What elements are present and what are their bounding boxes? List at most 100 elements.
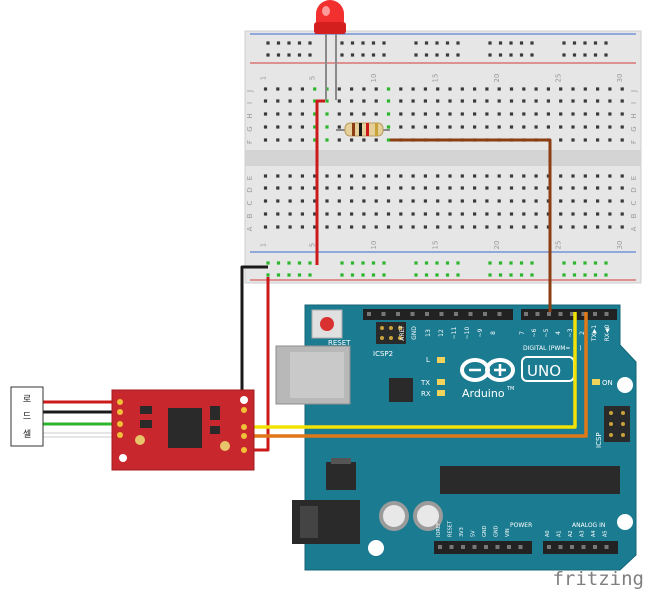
row-letter: I	[630, 102, 638, 104]
breadboard-hole	[583, 125, 587, 129]
rail-hole	[604, 53, 608, 57]
breadboard-hole	[497, 225, 501, 229]
breadboard-hole	[399, 174, 403, 178]
row-letter: I	[246, 102, 254, 104]
breadboard-hole	[300, 112, 304, 116]
header-pin	[570, 312, 574, 316]
header-pin	[425, 312, 429, 316]
rail-hole	[530, 41, 534, 45]
breadboard-hole	[350, 138, 354, 142]
load-cell-connector: 로 드 셀	[10, 386, 44, 447]
header-pin	[558, 312, 563, 316]
breadboard-hole	[362, 112, 366, 116]
breadboard-hole	[460, 112, 464, 116]
breadboard-hole	[522, 212, 526, 216]
breadboard-hole	[276, 186, 280, 190]
rail-hole	[509, 41, 513, 45]
breadboard-hole	[399, 199, 403, 203]
rail-hole	[371, 53, 376, 57]
rail-hole	[361, 273, 365, 277]
breadboard-hole	[362, 225, 366, 229]
rail-hole	[488, 273, 492, 277]
column-number: 30	[616, 241, 624, 250]
digital-label: DIGITAL (PWM= ~ )	[523, 345, 582, 352]
digital-header-high	[363, 309, 513, 320]
rail-hole	[276, 261, 281, 265]
breadboard-hole	[448, 125, 452, 129]
breadboard-hole	[497, 99, 501, 103]
breadboard-hole	[620, 186, 624, 190]
breadboard-hole	[522, 87, 526, 91]
row-letter: F	[246, 140, 254, 144]
breadboard-hole	[436, 199, 440, 203]
tx-label: TX	[420, 379, 430, 387]
breadboard-hole	[337, 125, 341, 129]
breadboard-hole	[571, 199, 575, 203]
mounting-hole	[617, 514, 633, 530]
header-pin	[449, 545, 454, 549]
row-letter: G	[630, 126, 638, 131]
row-letter: H	[246, 113, 254, 118]
breadboard-hole	[300, 87, 304, 91]
breadboard-hole	[288, 174, 292, 178]
rail-hole	[445, 261, 450, 265]
breadboard-hole	[583, 225, 587, 229]
row-letter: E	[630, 176, 638, 180]
breadboard-hole	[509, 225, 514, 229]
breadboard-hole	[436, 225, 440, 229]
breadboard-hole	[436, 87, 440, 91]
breadboard-hole	[374, 225, 378, 229]
breadboard-hole	[276, 138, 280, 142]
breadboard-hole	[583, 212, 587, 216]
rail-hole	[445, 41, 450, 45]
header-pin	[483, 312, 487, 316]
rail-hole	[414, 53, 418, 57]
load-cell-amplifier-module	[111, 389, 255, 471]
breadboard-hole	[313, 99, 317, 103]
rail-hole	[583, 53, 587, 57]
reset-button-cap	[320, 317, 334, 331]
connector-label-3: 셀	[23, 429, 31, 440]
rail-hole	[297, 53, 302, 57]
breadboard-hole	[386, 138, 391, 142]
rail-hole	[509, 273, 513, 277]
header-pin	[410, 312, 415, 316]
breadboard-hole	[608, 125, 612, 129]
header-pin	[484, 545, 488, 549]
breadboard-hole	[473, 199, 477, 203]
breadboard-hole	[473, 174, 477, 178]
breadboard-hole	[583, 174, 587, 178]
rail-hole	[488, 41, 492, 45]
breadboard-hole	[460, 225, 464, 229]
breadboard-hole	[337, 186, 341, 190]
breadboard-hole	[608, 99, 612, 103]
breadboard-hole	[620, 87, 624, 91]
row-letter: D	[246, 187, 254, 192]
rail-hole	[350, 273, 355, 277]
breadboard-hole	[448, 199, 452, 203]
breadboard-hole	[288, 112, 292, 116]
rail-hole	[350, 53, 355, 57]
breadboard-hole	[263, 125, 268, 129]
breadboard-hole	[337, 138, 341, 142]
breadboard-hole	[559, 99, 563, 103]
header-pin	[461, 545, 465, 549]
l-led	[437, 357, 445, 363]
rail-hole	[562, 261, 566, 265]
reset-label: RESET	[328, 339, 351, 347]
rail-hole	[371, 261, 376, 265]
rail-hole	[593, 261, 598, 265]
rail-hole	[414, 41, 418, 45]
rail-hole	[488, 261, 492, 265]
breadboard-hole	[571, 174, 575, 178]
mounting-hole	[368, 540, 384, 556]
breadboard-hole	[288, 99, 292, 103]
rail-hole	[456, 53, 460, 57]
breadboard-hole	[608, 186, 612, 190]
breadboard-hole	[399, 99, 403, 103]
row-letter: B	[630, 213, 638, 218]
pin-label-digital: ~10	[464, 326, 471, 339]
rail-hole	[498, 261, 503, 265]
trademark-label: TM	[506, 386, 514, 392]
